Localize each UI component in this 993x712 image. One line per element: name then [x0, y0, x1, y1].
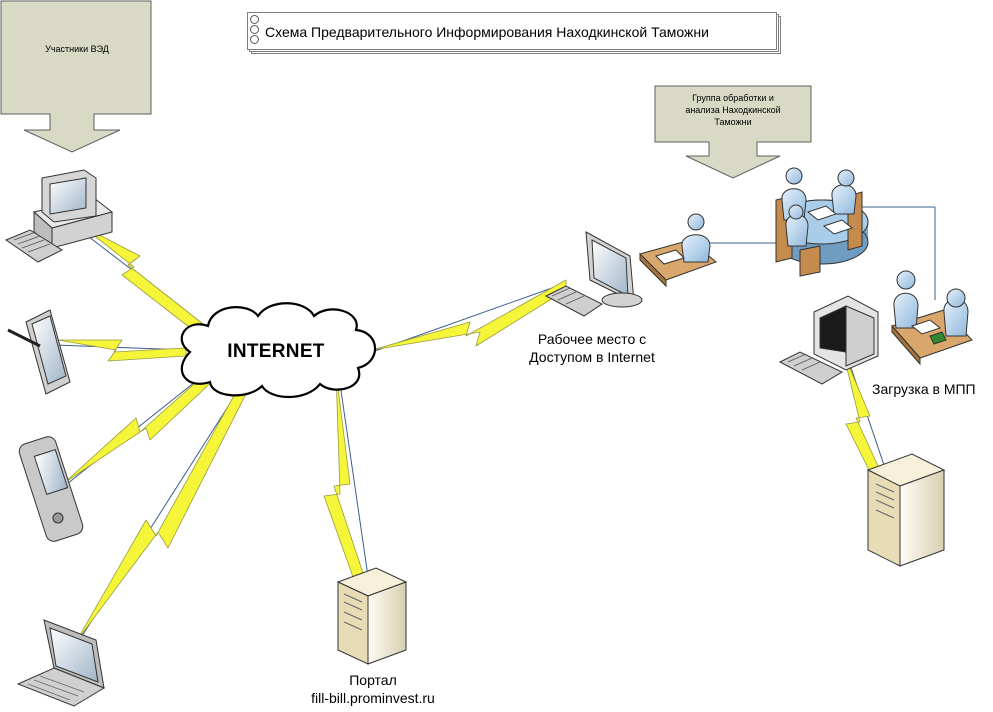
meeting-table-icon	[775, 167, 869, 277]
lightning-link-icon	[371, 279, 567, 351]
pda-icon	[18, 436, 84, 542]
workstation-icon	[544, 231, 643, 317]
lightning-link-icon	[323, 371, 373, 603]
people-at-desk-icon	[639, 213, 717, 288]
binder-ring-icon	[250, 25, 259, 34]
cloud-icon	[180, 302, 377, 398]
desktop-computer-icon	[4, 169, 114, 263]
lightning-link-icon	[81, 225, 213, 335]
participants-callout	[0, 0, 152, 153]
tablet-icon	[7, 309, 71, 395]
processing-group-callout	[654, 85, 812, 179]
people-at-desk-icon	[891, 270, 973, 366]
portal-label: Портал fill-bill.prominvest.ru	[311, 672, 435, 706]
internet-label: INTERNET	[227, 341, 325, 362]
processing-group-label: Группа обработки и анализа Находкинской …	[685, 93, 781, 127]
laptop-icon	[16, 619, 106, 707]
binder-ring-icon	[250, 15, 259, 24]
diagram-title: Схема Предварительного Информирования На…	[265, 24, 709, 40]
server-icon	[866, 453, 946, 567]
server-icon	[336, 567, 408, 665]
lightning-links	[57, 225, 901, 643]
lightning-link-icon	[57, 339, 187, 362]
participants-label: Участники ВЭД	[45, 44, 109, 54]
upload-label: Загрузка в МПП	[872, 381, 976, 397]
workstation-icon	[778, 295, 879, 385]
workplace-label: Рабочее место с Доступом в Internet	[529, 331, 655, 365]
title-banner: Схема Предварительного Информирования На…	[247, 12, 781, 54]
binder-ring-icon	[250, 35, 259, 44]
